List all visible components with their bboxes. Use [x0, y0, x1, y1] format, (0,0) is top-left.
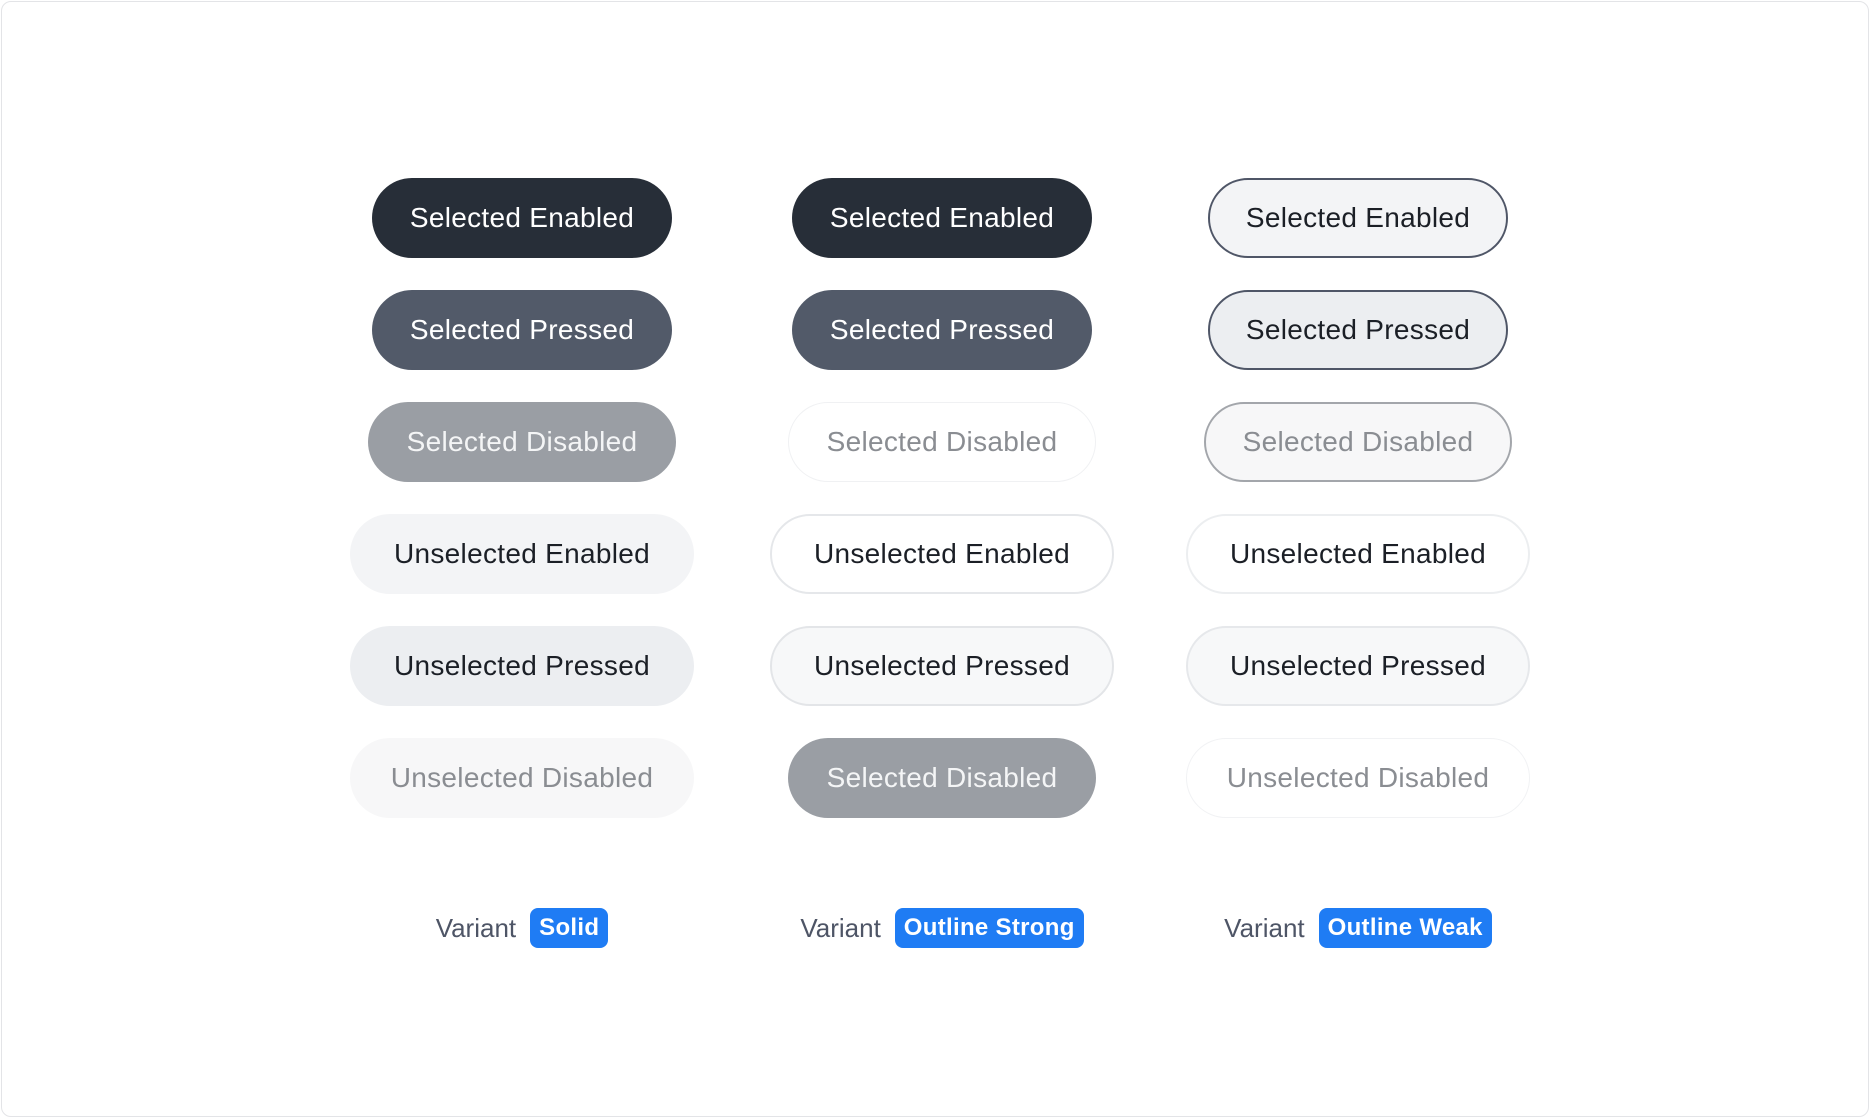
chip-selected-pressed[interactable]: Selected Pressed [372, 290, 672, 370]
variant-caption: Variant Outline Strong [800, 908, 1084, 948]
chip-unselected-enabled[interactable]: Unselected Enabled [770, 514, 1114, 594]
chip-selected-disabled: Selected Disabled [788, 402, 1096, 482]
chip-unselected-pressed[interactable]: Unselected Pressed [1186, 626, 1530, 706]
variant-badge: Solid [530, 908, 609, 948]
variant-column-outline-strong: Selected Enabled Selected Pressed Select… [702, 178, 1182, 948]
variant-badge: Outline Weak [1318, 908, 1492, 948]
variant-badge: Outline Strong [894, 908, 1084, 948]
chip-selected-disabled: Selected Disabled [1204, 402, 1512, 482]
variant-column-outline-weak: Selected Enabled Selected Pressed Select… [1118, 178, 1598, 948]
chip-unselected-pressed[interactable]: Unselected Pressed [350, 626, 694, 706]
chip-selected-disabled: Selected Disabled [368, 402, 676, 482]
chip-selected-disabled-filled: Selected Disabled [788, 738, 1096, 818]
chip-selected-pressed[interactable]: Selected Pressed [792, 290, 1092, 370]
chip-selected-enabled[interactable]: Selected Enabled [792, 178, 1092, 258]
chip-selected-enabled[interactable]: Selected Enabled [372, 178, 672, 258]
chip-unselected-enabled[interactable]: Unselected Enabled [1186, 514, 1530, 594]
chip-unselected-disabled: Unselected Disabled [350, 738, 694, 818]
variant-caption: Variant Solid [436, 908, 609, 948]
chip-selected-enabled[interactable]: Selected Enabled [1208, 178, 1508, 258]
variant-label: Variant [435, 912, 517, 943]
variant-caption: Variant Outline Weak [1224, 908, 1492, 948]
chip-unselected-enabled[interactable]: Unselected Enabled [350, 514, 694, 594]
variant-label: Variant [1224, 912, 1305, 943]
chip-selected-pressed[interactable]: Selected Pressed [1208, 290, 1508, 370]
variant-column-solid: Selected Enabled Selected Pressed Select… [282, 178, 762, 948]
chip-unselected-disabled: Unselected Disabled [1186, 738, 1530, 818]
chip-unselected-pressed[interactable]: Unselected Pressed [770, 626, 1114, 706]
variant-label: Variant [800, 912, 881, 943]
